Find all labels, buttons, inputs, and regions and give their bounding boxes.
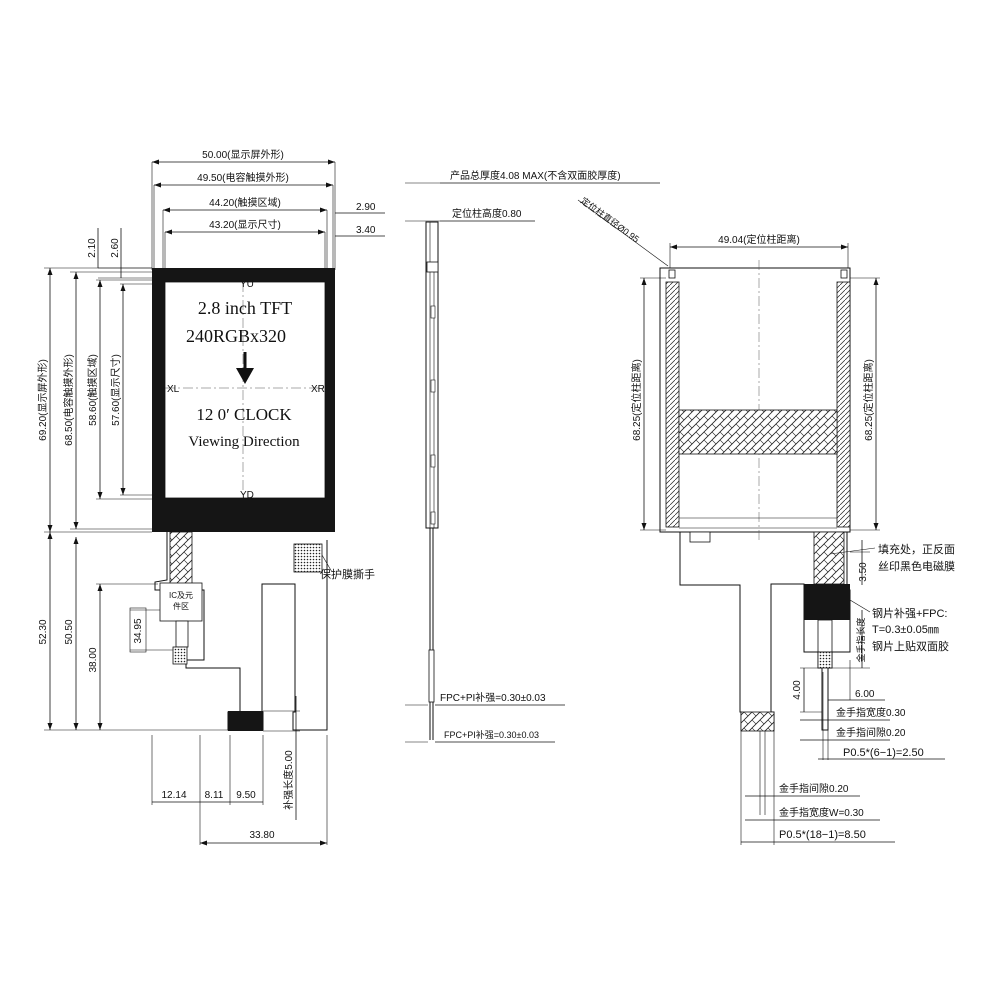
dim-post-distance-v-left: 68.25(定位柱距离) — [630, 359, 643, 441]
back-view: 定位柱直径Ø0.95 49.04(定位柱距离) 68.25(定位柱距离) 68.… — [577, 195, 955, 845]
dim-screen-outline-height: 69.20(显示屏外形) — [37, 359, 49, 441]
gold-finger-18pin — [740, 711, 775, 732]
back-right-rail — [836, 281, 851, 528]
steel-stiffener — [804, 584, 850, 620]
fill-note-line2: 丝印黑色电磁膜 — [878, 559, 955, 573]
resolution-text: 240RGBx320 — [186, 326, 286, 346]
fill-note-line1: 填充处，正反面 — [878, 542, 955, 556]
total-thickness-label: 产品总厚度4.08 MAX(不含双面胶厚度) — [450, 169, 621, 182]
post-height-label: 定位柱高度0.80 — [452, 207, 522, 220]
side-view: 产品总厚度4.08 MAX(不含双面胶厚度) 定位柱高度0.80 FPC+PI补… — [405, 169, 660, 743]
fpc-stiffener-label-1: FPC+PI补强=0.30±0.03 — [440, 691, 546, 704]
front-view: 50.00(显示屏外形) 49.50(电容触摸外形) 44.20(触摸区域) 4… — [37, 149, 385, 846]
stiffener-block — [228, 711, 263, 731]
post-diameter-label: 定位柱直径Ø0.95 — [579, 195, 642, 245]
dim-touch-outline-width: 49.50(电容触摸外形) — [197, 171, 289, 184]
clock-text: 12 0′ CLOCK — [196, 405, 292, 424]
screen-size-text: 2.8 inch TFT — [198, 298, 292, 318]
axis-label-xr: XR — [311, 384, 325, 395]
dim-fpc-width: 33.80 — [249, 830, 274, 841]
dim-ic-height: 34.95 — [133, 618, 144, 643]
pitch-label-1: P0.5*(6−1)=2.50 — [843, 747, 924, 759]
axis-label-xl: XL — [167, 384, 180, 395]
steel-note-line3: 钢片上贴双面胶 — [872, 639, 949, 653]
steel-note-line1: 钢片补强+FPC: — [872, 607, 947, 620]
dim-offset-2-60: 2.60 — [110, 238, 121, 258]
gold-finger-6pin — [817, 651, 833, 669]
dim-touch-area-width: 44.20(触摸区域) — [209, 196, 281, 209]
back-frame — [659, 267, 851, 533]
dim-screen-outline-width: 50.00(显示屏外形) — [202, 149, 284, 161]
dim-bottom-12-14: 12.14 — [161, 790, 186, 801]
finger-width-label-2: 金手指宽度W=0.30 — [779, 806, 864, 819]
back-left-rail — [665, 281, 680, 528]
dim-offset-2-10: 2.10 — [87, 238, 98, 258]
fpc-connector-strip — [169, 531, 193, 588]
steel-note-line2: T=0.3±0.05㎜ — [872, 624, 939, 636]
finger-width-label-1: 金手指宽度0.30 — [836, 706, 906, 719]
dim-offset-3-40: 3.40 — [356, 225, 376, 236]
side-profile-body — [425, 221, 439, 529]
pitch-label-2: P0.5*(18−1)=8.50 — [779, 829, 866, 841]
ic-component-area — [159, 582, 203, 622]
dim-6-00: 6.00 — [855, 689, 875, 700]
dim-touch-area-height: 58.60(触摸区域) — [86, 354, 99, 426]
dim-display-height: 57.60(显示尺寸) — [109, 354, 122, 426]
axis-label-yu: YU — [240, 279, 254, 290]
fpc-stiffener-label-2: FPC+PI补强=0.30±0.03 — [444, 729, 539, 740]
dim-offset-2-90: 2.90 — [356, 202, 376, 213]
lcd-active-area — [164, 281, 326, 499]
axis-label-yd: YD — [240, 490, 254, 501]
dim-touch-outline-height: 68.50(电容触摸外形) — [62, 354, 75, 446]
dim-bottom-9-50: 9.50 — [236, 790, 256, 801]
viewing-direction-arrow-icon — [236, 368, 254, 384]
dim-bottom-8-11: 8.11 — [205, 790, 224, 801]
dim-fpc-height-1: 50.50 — [64, 619, 75, 644]
dim-fill-3-50: 3.50 — [858, 562, 869, 582]
dim-fpc-height-2: 38.00 — [88, 647, 99, 672]
protective-film-label: 保护膜撕手 — [320, 567, 375, 581]
viewing-direction-text: Viewing Direction — [188, 434, 300, 450]
finger-gap-label-1: 金手指间隙0.20 — [836, 726, 906, 739]
dim-post-distance-v-right: 68.25(定位柱距离) — [862, 359, 875, 441]
dim-total-height: 52.30 — [38, 619, 49, 644]
dim-post-distance-h: 49.04(定位柱距离) — [718, 233, 800, 246]
dim-display-width: 43.20(显示尺寸) — [209, 218, 281, 231]
dim-4-00: 4.00 — [792, 680, 803, 700]
dim-stiffener-length: 补强长度5.00 — [282, 750, 295, 810]
back-fill-area — [813, 531, 845, 585]
gold-finger-length-label: 金手指长度 — [855, 617, 866, 662]
finger-gap-label-2: 金手指间隙0.20 — [779, 782, 849, 795]
fpc-tail-contacts — [172, 646, 188, 665]
back-backlight-band — [678, 409, 838, 455]
ic-label-line1: IC及元 — [169, 591, 193, 600]
protective-film-tab — [293, 543, 323, 573]
ic-label-line2: 件区 — [173, 601, 189, 611]
